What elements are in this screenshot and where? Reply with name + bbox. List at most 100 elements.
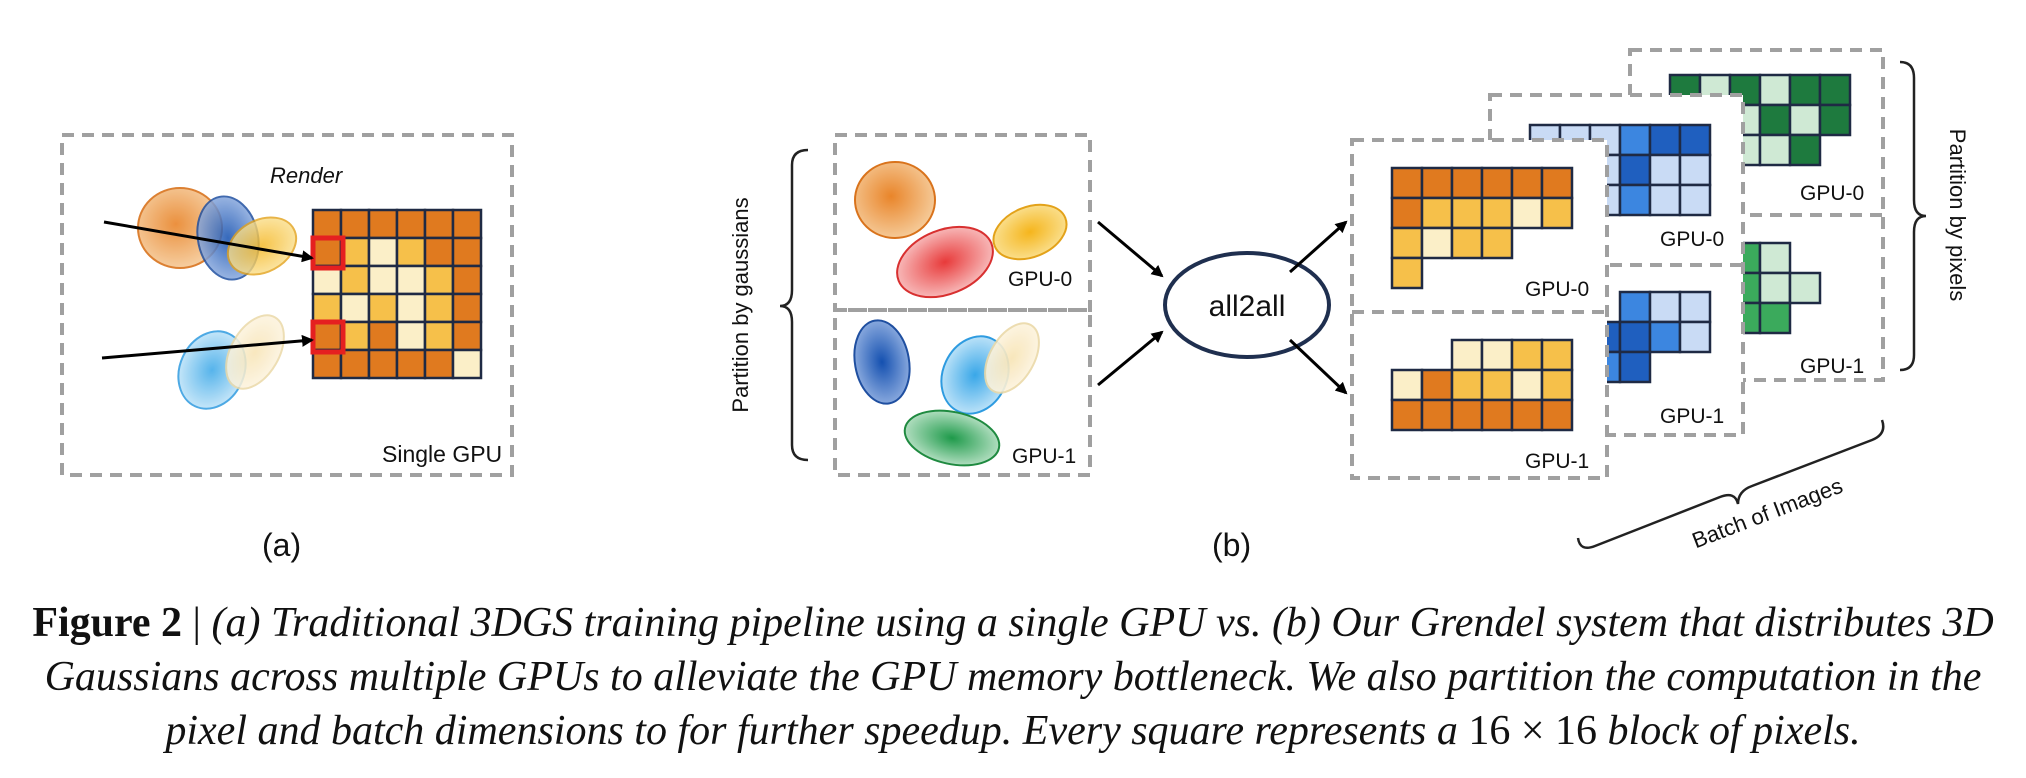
- pixel-block: [1480, 196, 1514, 230]
- pixel-partition-brace: [1899, 60, 1927, 372]
- pixel-block: [1678, 123, 1712, 157]
- pixel-block: [1510, 196, 1544, 230]
- pixel-block: [1618, 350, 1652, 384]
- pixel-block: [1678, 290, 1712, 324]
- pixel-block: [1818, 103, 1852, 137]
- pixel-block: [1540, 196, 1574, 230]
- gpu1-label: GPU-1: [1660, 405, 1724, 428]
- pixel-block: [1618, 153, 1652, 187]
- single-gpu-box: [60, 133, 514, 477]
- pixel-block: [451, 320, 483, 352]
- pixel-block: [451, 208, 483, 240]
- gpu0-label: GPU-0: [1525, 278, 1589, 301]
- pixel-block: [1450, 398, 1484, 432]
- gpu0-label: GPU-0: [1800, 182, 1864, 205]
- panel-b: Partition by gaussians GPU-0 GPU-1 all2a…: [728, 48, 1970, 563]
- pixel-block: [1540, 398, 1574, 432]
- panel-a-sublabel: (a): [262, 527, 301, 563]
- pixel-block: [367, 292, 399, 324]
- pixel-block: [1480, 338, 1514, 372]
- pixel-block: [311, 208, 343, 240]
- pixel-block: [451, 292, 483, 324]
- gpu0-label: GPU-0: [1660, 228, 1724, 251]
- pixel-block: [1390, 398, 1424, 432]
- pixel-block: [1788, 133, 1822, 167]
- partition-by-pixels-label: Partition by pixels: [1945, 129, 1970, 301]
- panel-a: Render Single GPU (a): [60, 133, 514, 563]
- caption-text-end: block of pixels.: [1597, 708, 1861, 754]
- pixel-block: [367, 264, 399, 296]
- pixel-block: [1540, 166, 1574, 200]
- pixel-block: [1420, 368, 1454, 402]
- gaussian-red: [896, 225, 994, 299]
- pixel-block: [1390, 256, 1424, 290]
- pixel-block: [1678, 153, 1712, 187]
- pixel-block: [1390, 226, 1424, 260]
- pixel-block: [1390, 196, 1424, 230]
- pixel-block: [1788, 271, 1822, 305]
- pixel-block: [1678, 183, 1712, 217]
- pixel-block: [1420, 166, 1454, 200]
- pixel-block: [1480, 368, 1514, 402]
- batch-brace: [1576, 419, 1885, 549]
- pixel-block: [339, 348, 371, 380]
- figure-label: Figure 2: [32, 600, 183, 646]
- render-label: Render: [270, 163, 344, 188]
- pixel-block: [339, 208, 371, 240]
- pixel-block: [1480, 226, 1514, 260]
- gaussian-partition-brace: [779, 148, 809, 462]
- gpu1-label: GPU-1: [1525, 450, 1589, 473]
- pixel-block: [1758, 241, 1792, 275]
- ray-arrow: [101, 334, 314, 360]
- pixel-block: [1648, 290, 1682, 324]
- pixel-block: [1450, 166, 1484, 200]
- pixel-block: [311, 292, 343, 324]
- pixel-block: [423, 292, 455, 324]
- gpu1-label: GPU-1: [1800, 355, 1864, 378]
- caption-math: 16 × 16: [1468, 708, 1598, 754]
- image-pixel-grid: [311, 208, 483, 380]
- pixel-block: [1390, 166, 1424, 200]
- pixel-block: [1420, 196, 1454, 230]
- caption-separator: |: [182, 600, 212, 646]
- gaussian-yellow: [992, 203, 1068, 261]
- gaussian-green: [903, 409, 1001, 467]
- flow-arrow: [1289, 220, 1348, 274]
- batch-of-images-label: Batch of Images: [1689, 473, 1846, 553]
- pixel-block: [1450, 226, 1484, 260]
- pixel-block: [395, 264, 427, 296]
- pixel-block: [1510, 398, 1544, 432]
- pixel-block: [367, 236, 399, 268]
- pixel-block: [395, 348, 427, 380]
- all2all-node: [1163, 251, 1331, 359]
- gpu0-label: GPU-0: [1008, 268, 1072, 291]
- pixel-block: [1758, 103, 1792, 137]
- pixel-block: [1450, 196, 1484, 230]
- pixel-block: [1788, 73, 1822, 107]
- figure-caption: Figure 2 | (a) Traditional 3DGS training…: [0, 596, 2026, 758]
- pixel-block: [1390, 368, 1424, 402]
- pixel-block: [1450, 368, 1484, 402]
- pixel-block: [423, 320, 455, 352]
- pixel-block: [451, 348, 483, 380]
- caption-text: (a) Traditional 3DGS training pipeline u…: [44, 600, 1994, 754]
- partition-by-gaussians-label: Partition by gaussians: [728, 197, 753, 412]
- pixel-block: [1618, 320, 1652, 354]
- pixel-block: [1648, 123, 1682, 157]
- pixel-block: [1648, 320, 1682, 354]
- single-gpu-label: Single GPU: [382, 441, 502, 467]
- figure-graphic: Render Single GPU (a) Partition by gauss…: [60, 48, 1970, 563]
- pixel-block: [1648, 183, 1682, 217]
- pixel-block: [423, 264, 455, 296]
- pixel-block: [395, 320, 427, 352]
- gaussian-cream: [225, 314, 285, 390]
- pixel-block: [451, 236, 483, 268]
- pixel-block: [1540, 368, 1574, 402]
- pixel-block: [1480, 166, 1514, 200]
- gpu0-gaussian-box: [833, 133, 1092, 312]
- pixel-grid-orange-top: [1390, 166, 1574, 290]
- pixel-block: [311, 320, 343, 352]
- pixel-block: [1480, 398, 1514, 432]
- pixel-block: [451, 264, 483, 296]
- pixel-block: [1618, 183, 1652, 217]
